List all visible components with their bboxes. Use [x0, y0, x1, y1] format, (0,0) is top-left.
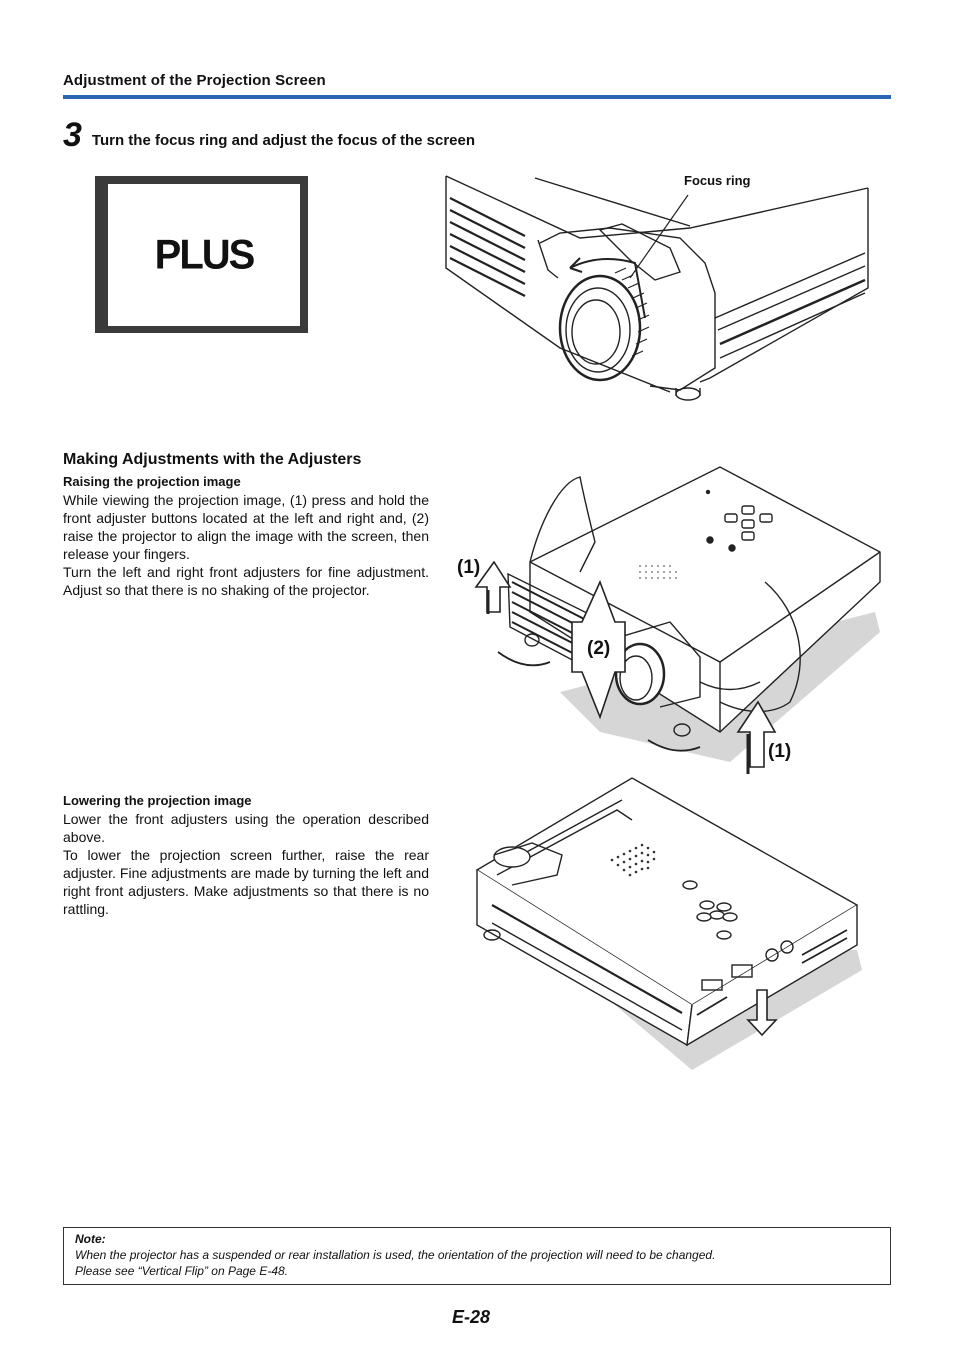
focus-ring-label: Focus ring — [684, 173, 751, 188]
note-line-2: Please see “Vertical Flip” on Page E-48. — [75, 1264, 288, 1278]
step-number: 3 — [63, 116, 82, 154]
section-rule — [63, 95, 891, 99]
callout-press-left: (1) — [457, 557, 481, 578]
adjusters-section: Making Adjustments with the Adjusters Ra… — [63, 451, 429, 599]
focus-ring-illustration — [440, 168, 870, 408]
raising-adjusters-illustration — [470, 462, 890, 782]
projected-screen-illustration: PLUS — [95, 176, 308, 333]
plus-logo: PLUS — [154, 231, 256, 278]
section-header: Adjustment of the Projection Screen — [63, 72, 891, 99]
rear-adjuster-illustration — [472, 775, 872, 1075]
adjusters-heading: Making Adjustments with the Adjusters — [63, 451, 362, 468]
note-label: Note: — [75, 1232, 106, 1246]
step-text: Turn the focus ring and adjust the focus… — [91, 132, 476, 149]
note-line-1: When the projector has a suspended or re… — [75, 1248, 716, 1262]
raising-subheading: Raising the projection image — [63, 474, 241, 489]
callout-press-right: (1) — [768, 741, 792, 762]
page-number: E-28 — [452, 1307, 491, 1327]
lowering-paragraph-1: Lower the front adjusters using the oper… — [63, 811, 429, 845]
raising-paragraph-2: Turn the left and right front adjusters … — [63, 564, 429, 598]
lowering-paragraph-2: To lower the projection screen further, … — [63, 847, 429, 917]
lowering-subheading: Lowering the projection image — [63, 793, 252, 808]
screen-surface: PLUS — [108, 184, 300, 326]
raising-paragraph-1: While viewing the projection image, (1) … — [63, 492, 429, 562]
callout-raise: (2) — [587, 638, 611, 659]
step-3: 3 Turn the focus ring and adjust the foc… — [63, 118, 475, 152]
note-box: Note: When the projector has a suspended… — [63, 1227, 891, 1285]
lowering-section: Lowering the projection image Lower the … — [63, 792, 429, 918]
section-title: Adjustment of the Projection Screen — [63, 72, 326, 89]
